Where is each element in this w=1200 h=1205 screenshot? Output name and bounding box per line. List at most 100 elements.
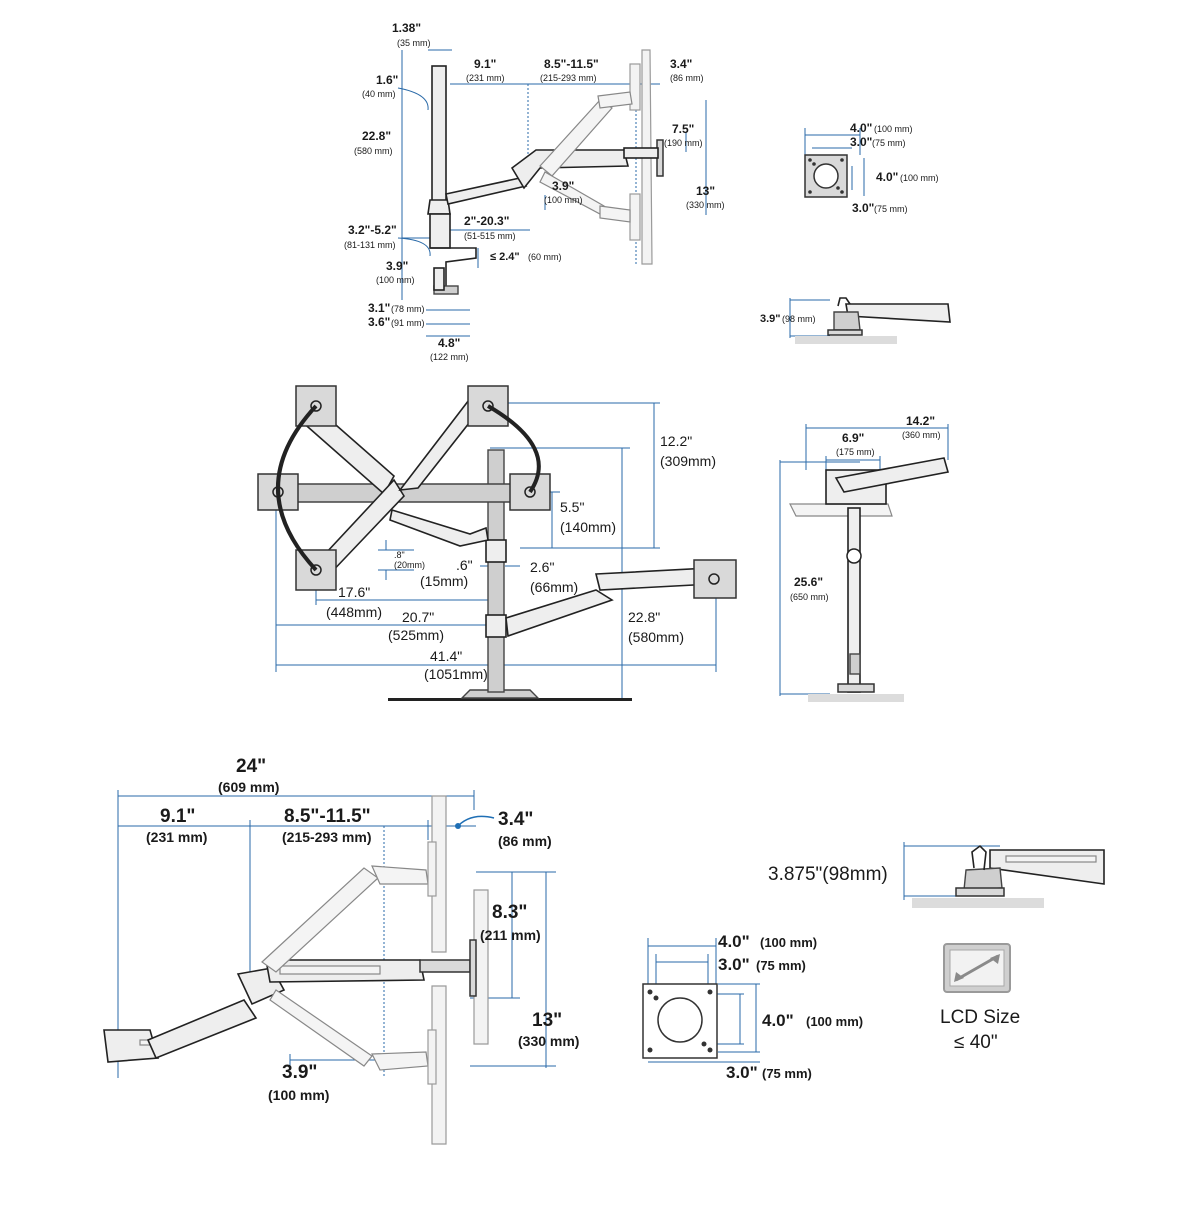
label: 1.6" <box>376 73 398 87</box>
label: (35 mm) <box>397 38 431 48</box>
top-side-labels: 1.38" (35 mm) 9.1" (231 mm) 8.5"-11.5" (… <box>344 21 725 362</box>
label: 9.1" <box>160 806 195 827</box>
label: (650 mm) <box>790 592 829 602</box>
vesa-plate-small <box>804 128 865 198</box>
label: 9.1" <box>474 57 496 71</box>
label: 8.3" <box>492 902 527 923</box>
label: 4.0" <box>762 1011 794 1030</box>
label: (51-515 mm) <box>464 231 516 241</box>
label: 4.0" <box>850 121 872 135</box>
label: 3.9" <box>760 313 781 325</box>
clearance-small-view <box>789 297 951 344</box>
label: (215-293 mm) <box>540 73 597 83</box>
label: 8.5"-11.5" <box>544 57 599 71</box>
label: 25.6" <box>794 575 823 589</box>
label: 1.38" <box>392 21 421 35</box>
label: 8.5"-11.5" <box>284 806 371 827</box>
label: (140mm) <box>560 519 616 535</box>
label: 13" <box>696 184 715 198</box>
lcd-size-value: ≤ 40" <box>954 1032 998 1053</box>
label: (40 mm) <box>362 89 396 99</box>
vesa-plate-large <box>642 938 760 1063</box>
label: (360 mm) <box>902 430 941 440</box>
label: 3.0" <box>726 1063 758 1082</box>
label: 3.6" <box>368 315 390 329</box>
label: 4.8" <box>438 336 460 350</box>
label: 14.2" <box>906 414 935 428</box>
label: 3.9" <box>552 179 574 193</box>
label: (100 mm) <box>376 275 415 285</box>
label: (100 mm) <box>806 1014 863 1029</box>
label: (100 mm) <box>760 935 817 950</box>
label: (75 mm) <box>874 204 908 214</box>
label: (580 mm) <box>354 146 393 156</box>
label: 13" <box>532 1010 562 1031</box>
label: (15mm) <box>420 573 468 589</box>
label: (66mm) <box>530 579 578 595</box>
label: 22.8" <box>362 129 391 143</box>
label: (100 mm) <box>874 124 913 134</box>
label: (100 mm) <box>900 173 939 183</box>
vesa-large-labels: 4.0" (100 mm) 3.0" (75 mm) 4.0" (100 mm)… <box>718 932 863 1082</box>
label: 41.4" <box>430 648 462 664</box>
label: (330 mm) <box>518 1033 579 1049</box>
label: 6.9" <box>842 431 864 445</box>
label: 3.4" <box>670 57 692 71</box>
bottom-side-view <box>103 790 556 1145</box>
label: 7.5" <box>672 122 694 136</box>
label: ≤ 2.4" <box>490 251 520 263</box>
label: 3.0" <box>718 955 750 974</box>
label: (86 mm) <box>498 833 552 849</box>
lcd-size-icon <box>943 943 1011 993</box>
label: (309mm) <box>660 453 716 469</box>
label: 4.0" <box>876 170 898 184</box>
label: 5.5" <box>560 499 584 515</box>
top-side-view <box>397 49 707 337</box>
label: .8" <box>394 550 405 560</box>
label: (215-293 mm) <box>282 829 372 845</box>
label: 24" <box>236 756 266 777</box>
label: 12.2" <box>660 433 692 449</box>
label: (100 mm) <box>268 1087 329 1103</box>
label: (448mm) <box>326 604 382 620</box>
vesa-small-labels: 4.0" (100 mm) 3.0" (75 mm) 4.0" (100 mm)… <box>850 121 939 215</box>
front-view <box>257 385 737 701</box>
label: (175 mm) <box>836 447 875 457</box>
front-view-labels: 12.2" (309mm) 5.5" (140mm) .8" (20mm) .6… <box>326 433 716 682</box>
label: (525mm) <box>388 627 444 643</box>
label: (211 mm) <box>480 927 541 943</box>
label: (60 mm) <box>528 252 562 262</box>
clearance-label: 3.875"(98mm) <box>768 864 888 885</box>
label: (122 mm) <box>430 352 469 362</box>
label: (20mm) <box>394 560 425 570</box>
label: 2.6" <box>530 559 554 575</box>
bottom-side-labels: 24" (609 mm) 9.1" (231 mm) 8.5"-11.5" (2… <box>146 756 579 1103</box>
label: (98 mm) <box>782 314 816 324</box>
label: (75 mm) <box>872 138 906 148</box>
label: (609 mm) <box>218 779 279 795</box>
lcd-size-label: LCD Size <box>940 1007 1020 1028</box>
label: .6" <box>456 557 473 573</box>
label: 20.7" <box>402 609 434 625</box>
label: 22.8" <box>628 609 660 625</box>
label: (75 mm) <box>762 1066 812 1081</box>
label: 3.9" <box>282 1062 317 1083</box>
clearance-large-view <box>903 842 1105 908</box>
label: (190 mm) <box>664 138 703 148</box>
label: (231 mm) <box>466 73 505 83</box>
label: (81-131 mm) <box>344 240 396 250</box>
label: 2"-20.3" <box>464 214 509 228</box>
label: (330 mm) <box>686 200 725 210</box>
label: 3.9" <box>386 259 408 273</box>
label: 3.2"-5.2" <box>348 223 397 237</box>
label: (75 mm) <box>756 958 806 973</box>
label: (580mm) <box>628 629 684 645</box>
label: 3.0" <box>852 201 874 215</box>
side-view-right-labels: 14.2" (360 mm) 6.9" (175 mm) 25.6" (650 … <box>790 414 941 602</box>
label: (78 mm) <box>391 304 425 314</box>
label: (231 mm) <box>146 829 207 845</box>
label: 17.6" <box>338 584 370 600</box>
label: (1051mm) <box>424 666 488 682</box>
